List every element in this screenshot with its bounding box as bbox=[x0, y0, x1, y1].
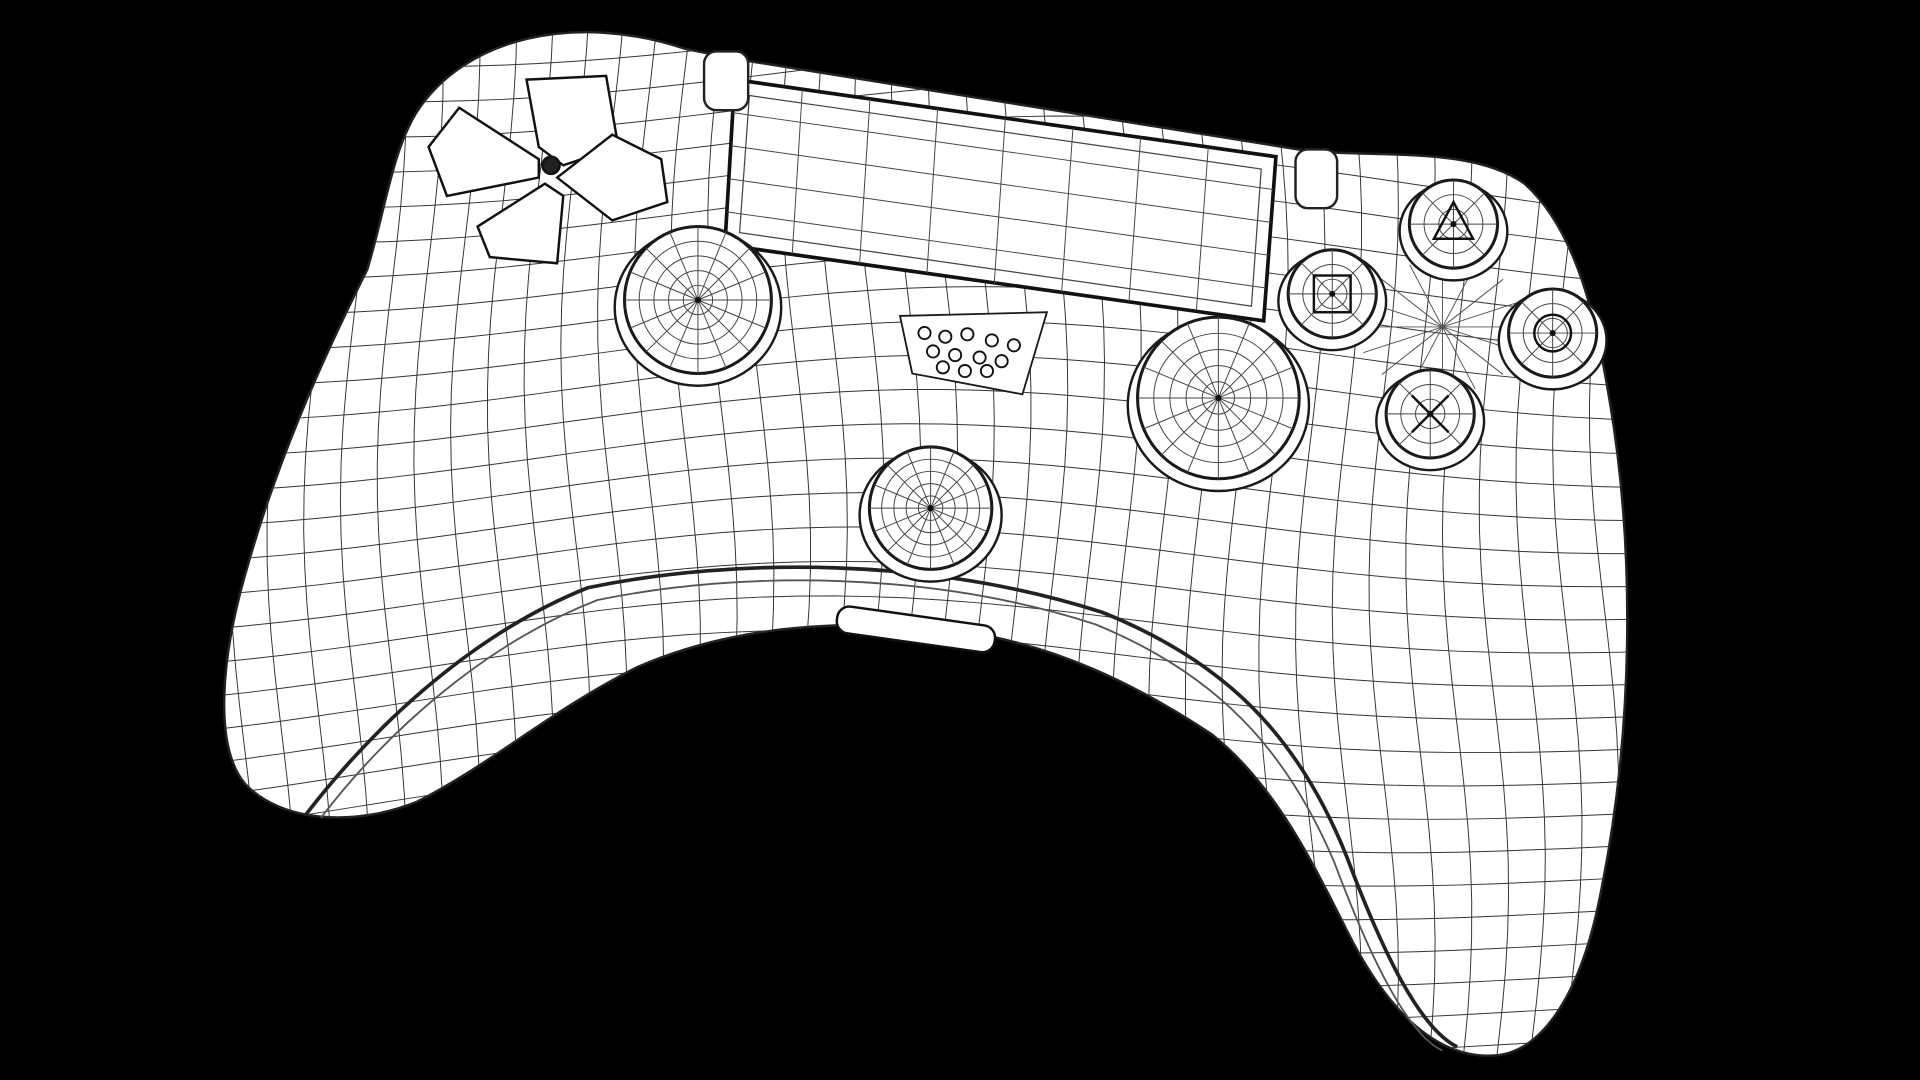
dpad-down-icon bbox=[476, 182, 565, 265]
speaker-hole bbox=[979, 363, 994, 379]
speaker-hole bbox=[926, 344, 941, 359]
port-slot bbox=[835, 605, 997, 654]
speaker-hole bbox=[994, 354, 1009, 369]
share-button bbox=[702, 50, 750, 112]
triangle-button bbox=[1398, 178, 1509, 282]
square-icon bbox=[1312, 274, 1352, 314]
cross-icon bbox=[1410, 394, 1450, 434]
grip-trim-line-inner bbox=[320, 579, 1443, 1052]
dpad-left-icon bbox=[427, 106, 540, 198]
speaker-hole bbox=[957, 363, 972, 379]
speaker-hole bbox=[984, 333, 999, 348]
circle-icon bbox=[1533, 313, 1573, 353]
dpad-right-icon bbox=[555, 133, 669, 222]
left-analog-stick bbox=[613, 225, 783, 387]
grip-trim-line bbox=[304, 565, 1458, 1049]
ps-home-button bbox=[858, 445, 1003, 583]
dpad bbox=[427, 74, 669, 265]
speaker-hole bbox=[960, 327, 975, 342]
speaker-hole bbox=[935, 360, 950, 375]
right-analog-stick bbox=[1126, 315, 1311, 493]
cross-button bbox=[1375, 368, 1486, 472]
speaker-hole bbox=[917, 326, 932, 341]
speaker-hole bbox=[1006, 338, 1021, 353]
triangle-icon bbox=[1431, 199, 1476, 240]
speaker-grille bbox=[898, 311, 1049, 396]
speaker-hole bbox=[972, 350, 987, 365]
speaker-hole bbox=[938, 329, 953, 344]
circle-button bbox=[1497, 287, 1608, 391]
touchpad bbox=[722, 77, 1278, 323]
speaker-hole bbox=[948, 348, 963, 363]
options-button bbox=[1294, 148, 1339, 210]
square-button bbox=[1277, 248, 1388, 352]
